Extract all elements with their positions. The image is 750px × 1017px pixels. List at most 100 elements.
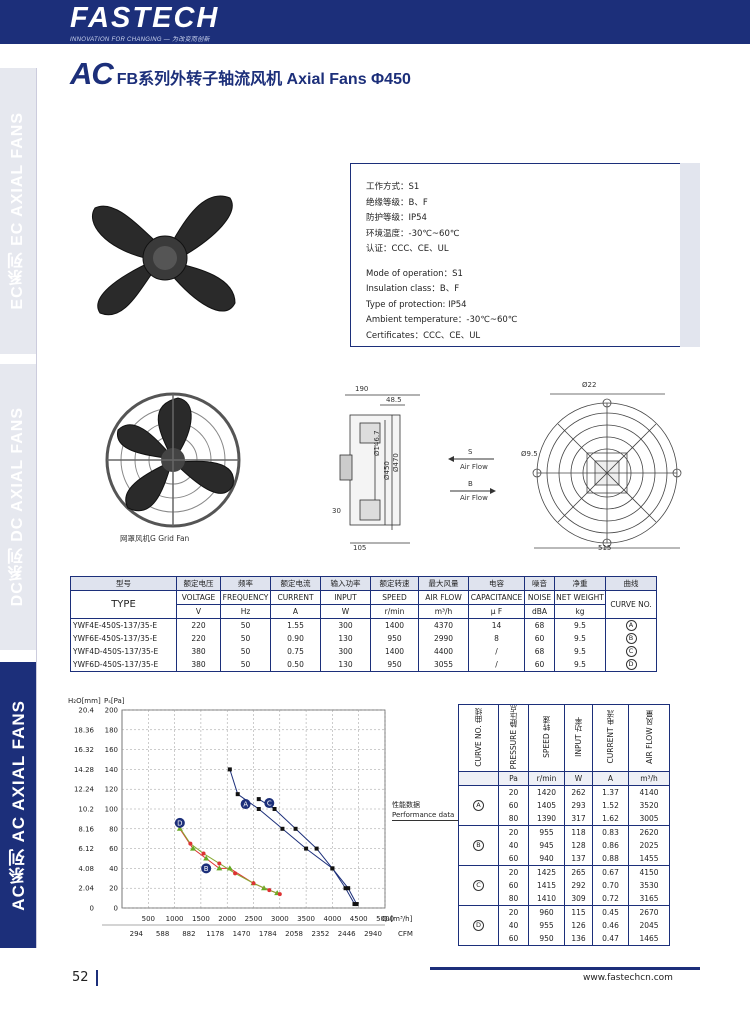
perf-cell: 0.67 <box>592 865 629 880</box>
x-tick-cfm: 294 <box>130 930 144 938</box>
perf-cell: 1.52 <box>592 799 629 813</box>
curve-badge: A <box>625 620 637 631</box>
xlabel-flow: Qᵥ[m³/h] <box>382 915 413 923</box>
unit-uf: μ F <box>468 604 525 619</box>
th-frequency-cn: 频率 <box>220 576 271 591</box>
performance-chart: H₂O[mm] Pₛ[Pa] 00202.04404.08606.12808.1… <box>68 697 413 938</box>
th-curve-en: CURVE NO. <box>605 590 657 619</box>
x-tick-cfm: 2940 <box>364 930 382 938</box>
perf-header: CURVE NO. 曲线 PRESSURE 静压点 SPEED 转速 INPUT… <box>458 703 670 773</box>
flow-b-arrow-icon <box>450 488 496 494</box>
perf-cell: 309 <box>564 892 593 907</box>
dim-515: 515 <box>598 544 612 552</box>
row3-cap: / <box>468 645 525 658</box>
perf-cell: 1.62 <box>592 812 629 827</box>
x-tick-cfm: 588 <box>156 930 169 938</box>
row4-speed: 950 <box>370 658 419 672</box>
side-divider <box>36 68 37 948</box>
flow-s-text: Air Flow <box>460 463 488 471</box>
row1-cap: 14 <box>468 618 525 632</box>
row3-curve: C <box>605 645 657 658</box>
row3-freq: 50 <box>220 645 271 658</box>
th-current-cn: 额定电流 <box>270 576 321 591</box>
row4-current: 0.50 <box>270 658 321 672</box>
data-point <box>354 902 359 907</box>
flow-s-arrow-icon <box>448 456 494 462</box>
ph-input: INPUT 功率 <box>564 703 593 773</box>
side-tab-ec[interactable]: EC系列 EC AXIAL FANS <box>0 68 36 354</box>
perf-cell: 1.37 <box>592 785 629 800</box>
row1-speed: 1400 <box>370 618 419 632</box>
website-link[interactable]: www.fastechcn.com <box>583 973 673 983</box>
y-tick-mm: 14.28 <box>74 766 94 774</box>
ylabel-mm: H₂O[mm] <box>68 697 101 705</box>
perf-cell: 3005 <box>628 812 670 827</box>
curve-badge: B <box>625 633 637 644</box>
perf-cell: 1410 <box>528 892 565 907</box>
unit-kg: kg <box>554 604 606 619</box>
title-rest: FB系列外转子轴流风机 Axial Fans Φ450 <box>116 71 411 88</box>
models-table: 型号 额定电压 频率 额定电流 输入功率 额定转速 最大风量 电容 噪音 净重 … <box>70 576 657 672</box>
data-point <box>304 846 309 851</box>
perf-cell: 1415 <box>528 879 565 893</box>
side-tab-dc[interactable]: DC系列 DC AXIAL FANS <box>0 364 36 650</box>
perf-cell: 955 <box>528 919 565 933</box>
data-point <box>216 865 223 871</box>
row4-type: YWF6D-450S-137/35-E <box>70 658 177 672</box>
perf-cell: 0.45 <box>592 905 629 920</box>
th-input-cn: 输入功率 <box>320 576 371 591</box>
perf-cell: 136 <box>564 932 593 947</box>
perf-label-en: Performance data <box>392 811 455 819</box>
perf-cell: 950 <box>528 932 565 947</box>
spec-en-1: Mode of operation：S1 <box>366 268 463 279</box>
y-tick-pa: 40 <box>109 865 118 873</box>
x-tick-cfm: 1178 <box>206 930 224 938</box>
x-tick-cfm: 882 <box>182 930 195 938</box>
row1-freq: 50 <box>220 618 271 632</box>
brand-logo: FASTECH <box>70 2 220 34</box>
perf-cell: 0.47 <box>592 932 629 947</box>
perf-cell: 3520 <box>628 799 670 813</box>
y-tick-mm: 16.32 <box>74 746 94 754</box>
data-point <box>256 797 261 802</box>
data-point <box>346 886 351 891</box>
th-weight-cn: 净重 <box>554 576 606 591</box>
models-header-cn: 型号 额定电压 频率 额定电流 输入功率 额定转速 最大风量 电容 噪音 净重 … <box>70 576 657 591</box>
y-tick-mm: 18.36 <box>74 726 95 734</box>
spec-list: 工作方式：S1 绝缘等级：B、F 防护等级：IP54 环境温度：-30℃~60℃… <box>366 180 517 344</box>
row4-airflow: 3055 <box>418 658 469 672</box>
curve-label-badge <box>174 817 185 828</box>
fan-photo-icon <box>92 195 236 316</box>
row4-cap: / <box>468 658 525 672</box>
row3-voltage: 380 <box>176 645 221 658</box>
pu-w: W <box>564 771 593 787</box>
side-tab-ac[interactable]: AC系列 AC AXIAL FANS <box>0 662 36 948</box>
row3-input: 300 <box>320 645 371 658</box>
row4-freq: 50 <box>220 658 271 672</box>
perf-cell: 0.70 <box>592 879 629 893</box>
th-airflow-cn: 最大风量 <box>418 576 469 591</box>
perf-cell: 1420 <box>528 785 565 800</box>
data-point <box>280 826 285 831</box>
perf-cell: 4150 <box>628 865 670 880</box>
th-noise-cn: 噪音 <box>524 576 555 591</box>
curve-badge: A <box>473 800 484 812</box>
th-speed-en: SPEED <box>370 590 419 605</box>
x-tick-cfm: 1784 <box>259 930 277 938</box>
row3-weight: 9.5 <box>554 645 606 658</box>
perf-cell: 2620 <box>628 825 670 840</box>
perf-label: 性能数据 Performance data <box>392 800 454 820</box>
row2-weight: 9.5 <box>554 632 606 645</box>
data-point <box>330 866 335 871</box>
row2-cap: 8 <box>468 632 525 645</box>
grid-fan-photo-icon <box>105 392 241 528</box>
curve-label-text: A <box>243 801 248 809</box>
row4-noise: 60 <box>524 658 555 672</box>
row2-curve: B <box>605 632 657 645</box>
y-tick-pa: 140 <box>105 766 118 774</box>
